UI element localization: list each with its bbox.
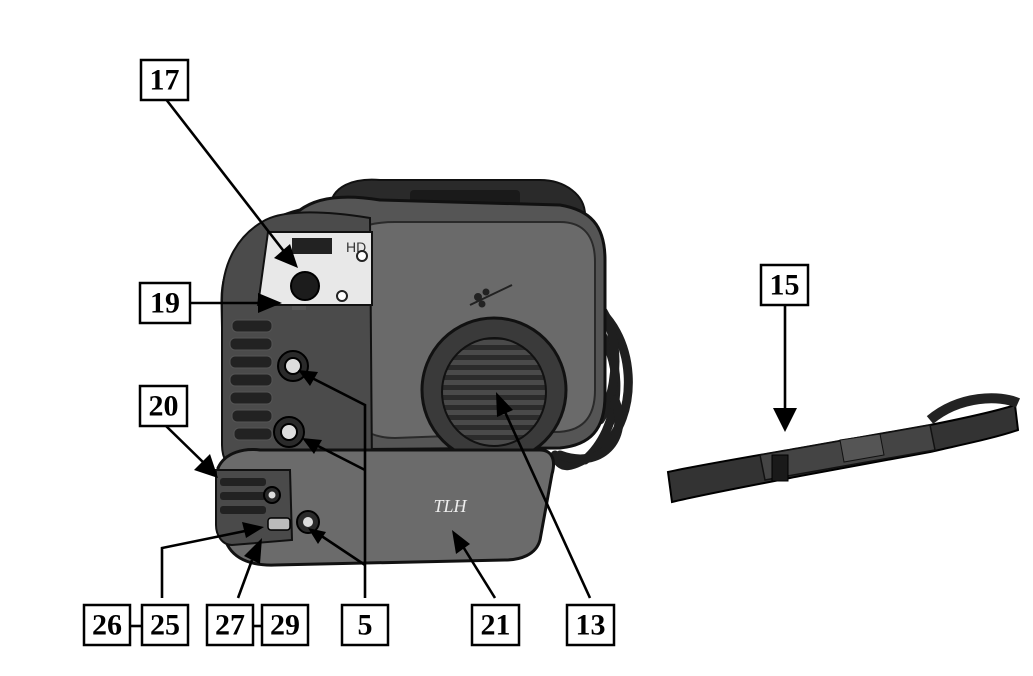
callout-5: 5: [340, 603, 390, 647]
display: [292, 238, 332, 254]
svg-text:20: 20: [149, 390, 179, 423]
svg-text:13: 13: [576, 609, 606, 642]
callout-13: 13: [565, 603, 616, 647]
shoulder-strap-icon: [666, 393, 1021, 504]
callout-27: 27: [205, 603, 255, 647]
svg-text:21: 21: [481, 609, 511, 642]
callout-26: 26: [82, 603, 132, 647]
leader-lines: [130, 97, 797, 628]
callout-15: 15: [759, 263, 810, 307]
front-vents: [229, 319, 273, 441]
callout-17: 17: [139, 58, 190, 102]
brand-mark: TLH: [433, 496, 467, 516]
logo-mark: [469, 284, 513, 308]
callout-25: 25: [140, 603, 190, 647]
svg-text:27: 27: [215, 609, 245, 642]
svg-text:5: 5: [358, 609, 373, 642]
callout-29: 29: [260, 603, 310, 647]
control-panel: HD: [256, 231, 373, 310]
callout-21: 21: [470, 603, 521, 647]
svg-text:19: 19: [150, 287, 180, 320]
callout-19: 19: [138, 281, 192, 325]
svg-text:25: 25: [150, 609, 180, 642]
cooling-fan: [420, 316, 568, 464]
inverter-welder-icon: HD: [215, 178, 633, 567]
svg-text:29: 29: [270, 609, 300, 642]
svg-text:17: 17: [150, 64, 180, 97]
svg-text:26: 26: [92, 609, 122, 642]
callout-20: 20: [138, 384, 189, 428]
base-tray: TLH: [215, 448, 555, 567]
output-sockets: [273, 350, 309, 448]
adjust-knob: [290, 271, 320, 301]
svg-text:15: 15: [770, 269, 800, 302]
